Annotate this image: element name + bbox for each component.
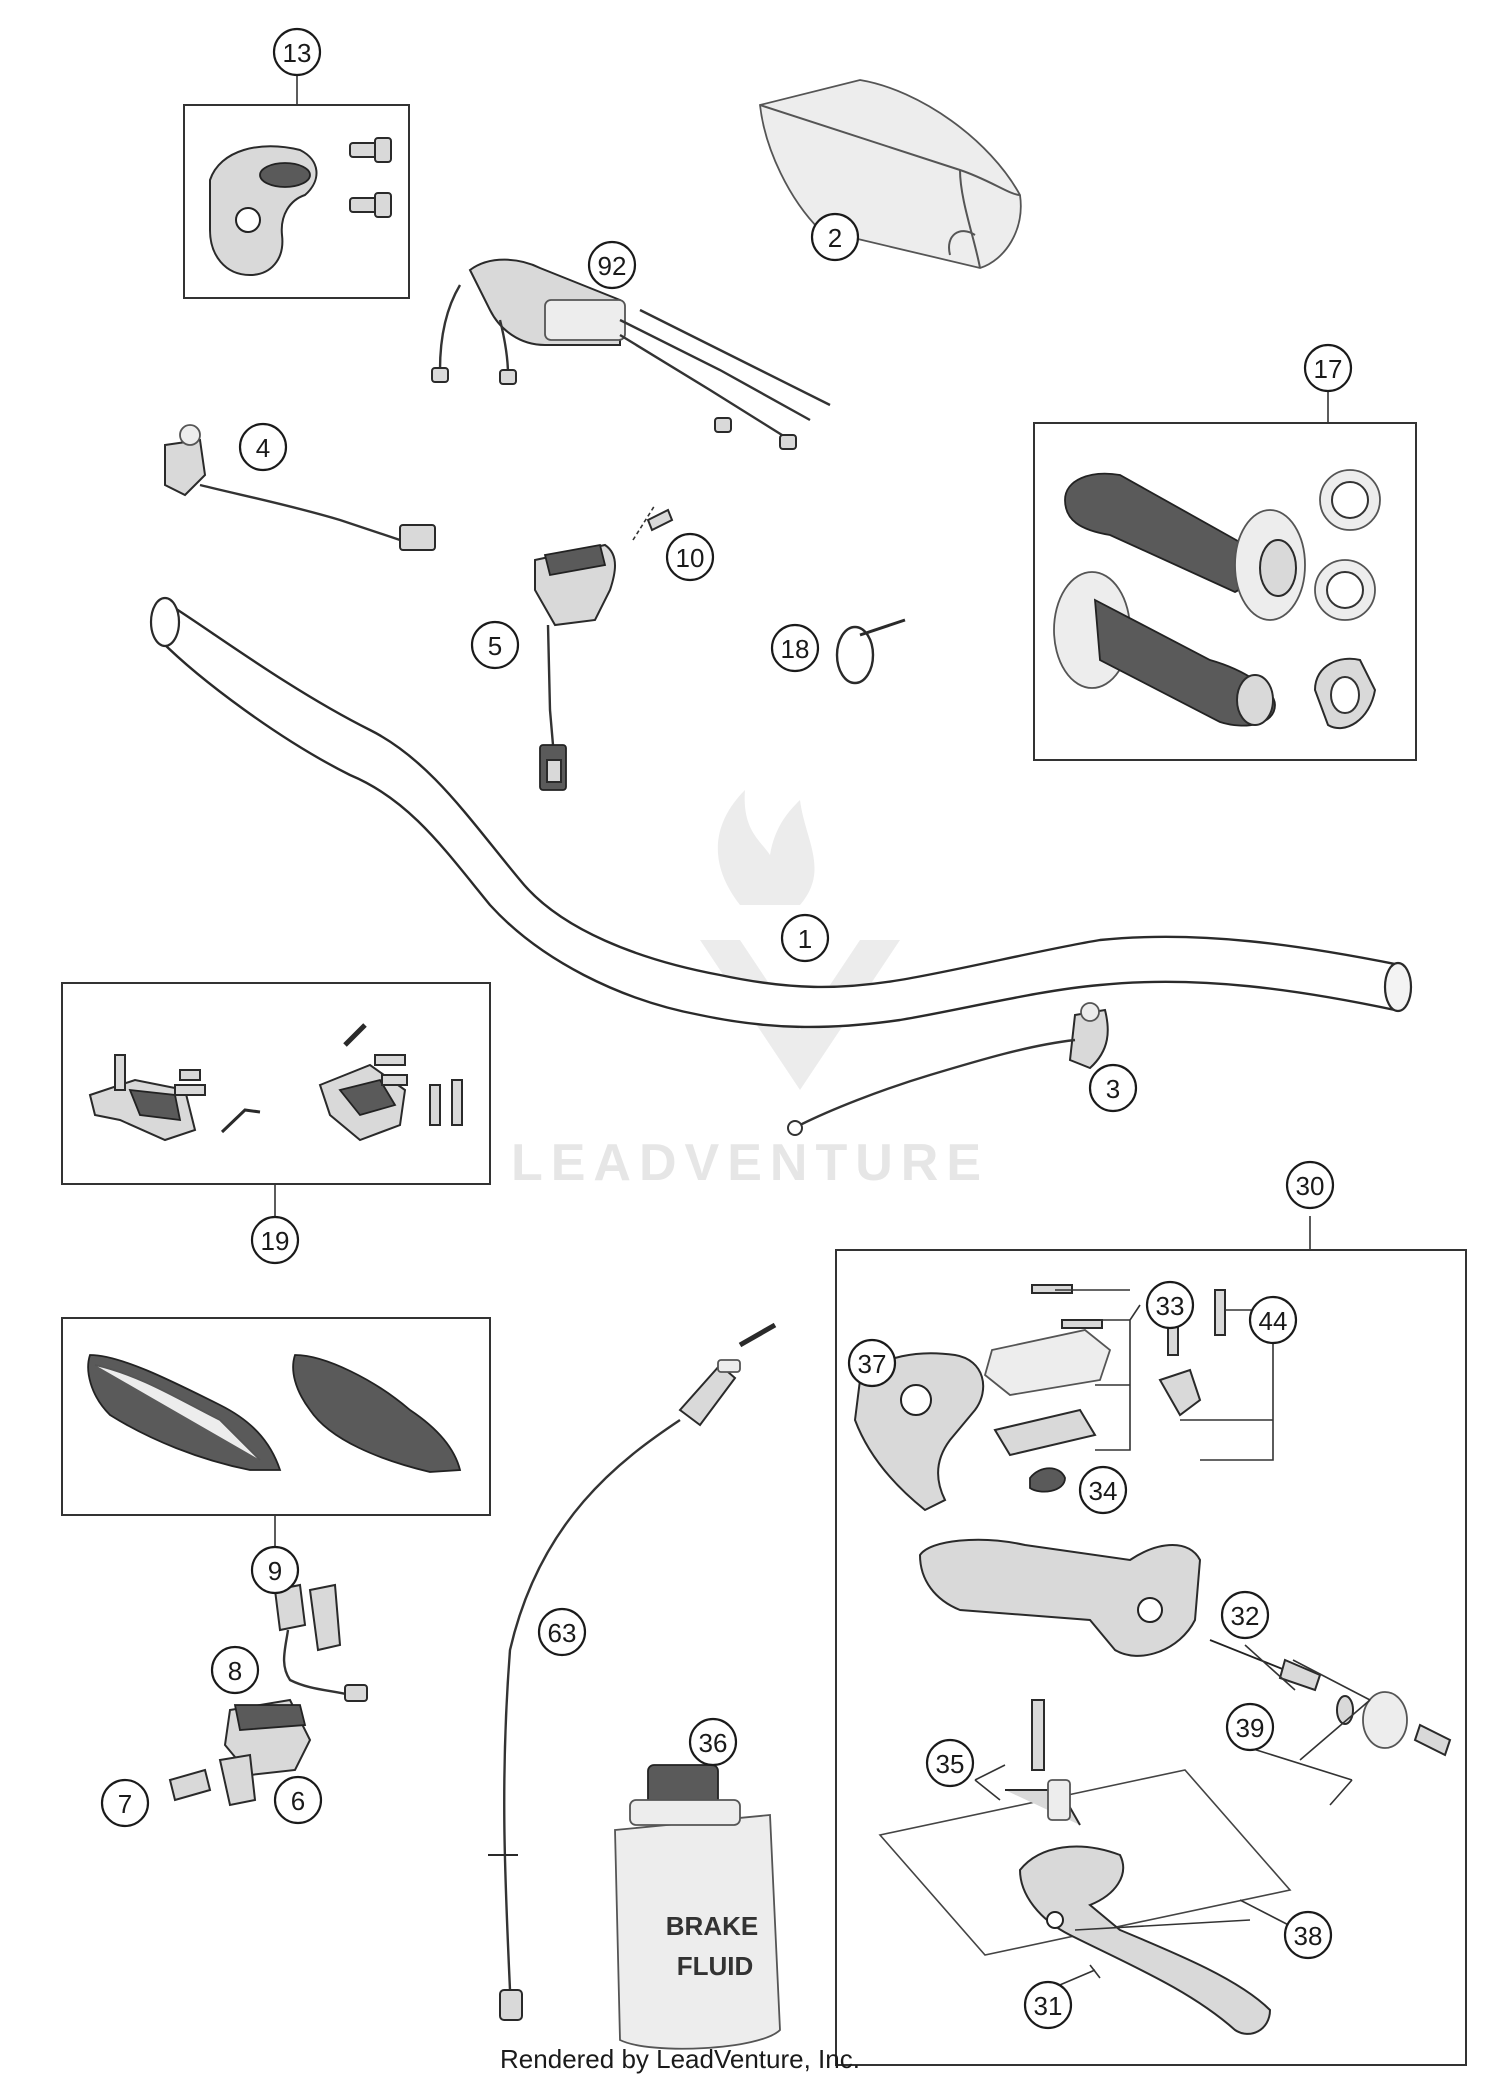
callout-44: 44 <box>1248 1295 1298 1345</box>
svg-text:2: 2 <box>828 223 842 253</box>
clutch-switch-assembly <box>168 1583 368 1807</box>
callout-6: 6 <box>273 1775 323 1825</box>
callout-4: 4 <box>238 422 288 472</box>
footer-credit: Rendered by LeadVenture, Inc. <box>500 2044 860 2074</box>
callout-35: 35 <box>925 1738 975 1788</box>
switch-4 <box>164 424 436 551</box>
callout-17: 17 <box>1303 343 1353 393</box>
handguard-box-9 <box>61 1317 491 1516</box>
svg-text:8: 8 <box>228 1656 242 1686</box>
svg-text:92: 92 <box>598 251 627 281</box>
brake-fluid-bottle-36: BRAKE FLUID <box>614 1764 781 2050</box>
svg-text:33: 33 <box>1156 1291 1185 1321</box>
svg-text:3: 3 <box>1106 1074 1120 1104</box>
svg-text:39: 39 <box>1236 1713 1265 1743</box>
svg-text:18: 18 <box>781 634 810 664</box>
callout-1: 1 <box>780 913 830 963</box>
watermark: LEADVENTURE <box>511 790 989 1192</box>
callout-13: 13 <box>272 27 322 77</box>
svg-text:9: 9 <box>268 1556 282 1586</box>
callout-18: 18 <box>770 623 820 673</box>
callout-92: 92 <box>587 240 637 290</box>
bar-pad <box>759 79 1022 269</box>
callout-3: 3 <box>1088 1063 1138 1113</box>
svg-text:19: 19 <box>261 1226 290 1256</box>
svg-text:30: 30 <box>1296 1171 1325 1201</box>
clamps-19 <box>88 1023 463 1142</box>
callout-32: 32 <box>1220 1590 1270 1640</box>
callout-31: 31 <box>1023 1980 1073 2030</box>
svg-text:10: 10 <box>676 543 705 573</box>
svg-text:35: 35 <box>936 1749 965 1779</box>
svg-text:5: 5 <box>488 631 502 661</box>
kit-box-19 <box>61 982 491 1185</box>
svg-text:36: 36 <box>699 1728 728 1758</box>
svg-text:38: 38 <box>1294 1921 1323 1951</box>
callout-7: 7 <box>100 1778 150 1828</box>
svg-text:6: 6 <box>291 1786 305 1816</box>
callout-5: 5 <box>470 620 520 670</box>
bottle-label-line1: BRAKE <box>666 1911 758 1941</box>
throttle-housing-13 <box>209 137 392 277</box>
bolt-10 <box>632 504 674 541</box>
switch-3 <box>787 1002 1109 1136</box>
svg-text:17: 17 <box>1314 354 1343 384</box>
callout-34: 34 <box>1078 1465 1128 1515</box>
grip-kit-box-17 <box>1033 422 1417 761</box>
svg-text:37: 37 <box>858 1349 887 1379</box>
callout-37: 37 <box>847 1338 897 1388</box>
callout-8: 8 <box>210 1645 260 1695</box>
svg-text:1: 1 <box>798 924 812 954</box>
svg-text:7: 7 <box>118 1789 132 1819</box>
brake-master-cylinder-30 <box>853 1284 1452 2035</box>
svg-text:4: 4 <box>256 433 270 463</box>
svg-text:31: 31 <box>1034 1991 1063 2021</box>
callout-39: 39 <box>1225 1702 1275 1752</box>
switch-5 <box>534 543 616 791</box>
svg-text:44: 44 <box>1259 1306 1288 1336</box>
callout-30: 30 <box>1285 1160 1335 1210</box>
throttle-assembly-92 <box>431 258 831 450</box>
cable-tie-18 <box>835 618 906 685</box>
clutch-cable-63 <box>488 1322 777 2021</box>
callout-63: 63 <box>537 1607 587 1657</box>
watermark-text: LEADVENTURE <box>511 1134 989 1192</box>
callout-38: 38 <box>1283 1910 1333 1960</box>
callout-10: 10 <box>665 532 715 582</box>
bottle-label-line2: FLUID <box>677 1951 754 1981</box>
handlebar <box>149 596 1413 1029</box>
callout-2: 2 <box>810 212 860 262</box>
callout-19: 19 <box>250 1215 300 1265</box>
handguards-9 <box>87 1354 462 1473</box>
svg-text:63: 63 <box>548 1618 577 1648</box>
callout-36: 36 <box>688 1717 738 1767</box>
svg-text:32: 32 <box>1231 1601 1260 1631</box>
callout-33: 33 <box>1145 1280 1195 1330</box>
svg-text:34: 34 <box>1089 1476 1118 1506</box>
callout-9: 9 <box>250 1545 300 1595</box>
leader-lines <box>974 1289 1371 1991</box>
svg-text:13: 13 <box>283 38 312 68</box>
grips-17 <box>1053 469 1381 730</box>
kit-box-30 <box>835 1249 1467 2066</box>
